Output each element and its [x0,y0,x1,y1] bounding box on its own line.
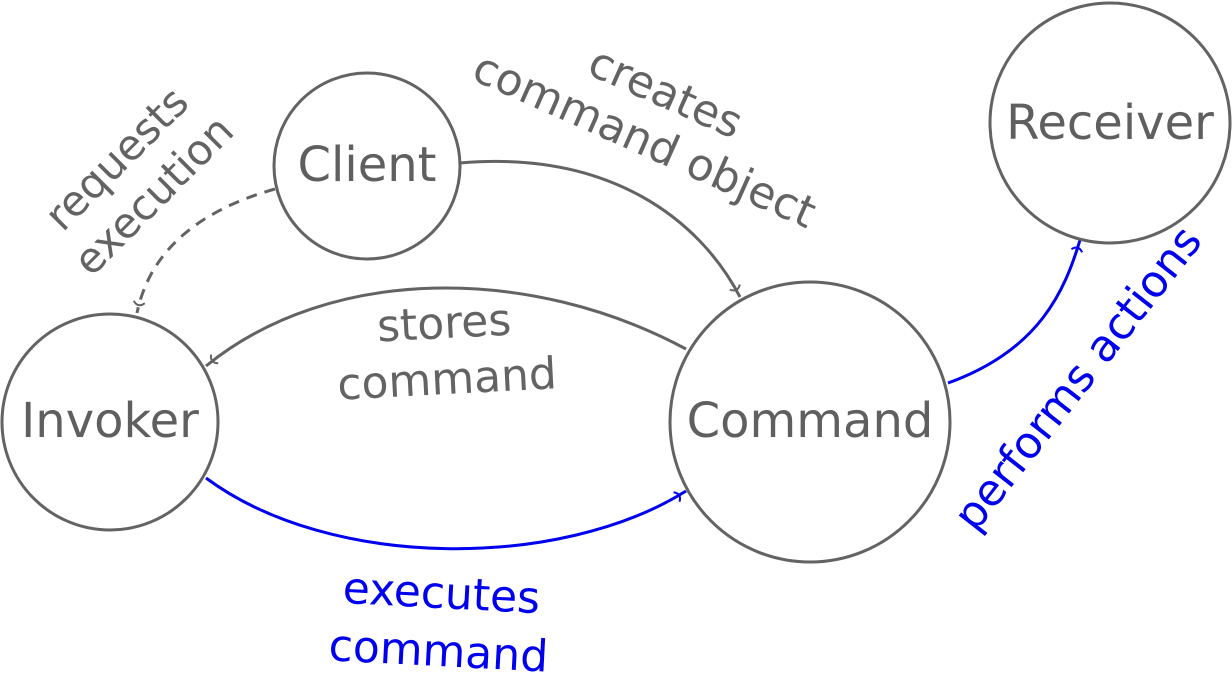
node-client-label: Client [298,137,437,193]
edge-stores [205,286,687,368]
label-executes-line2: command [327,620,549,679]
edge-performs [947,239,1084,385]
label-performs: performs actions [944,217,1213,541]
label-executes-line1: executes [342,563,542,624]
node-command-label: Command [687,393,934,449]
label-performs-line1: performs actions [944,217,1213,541]
node-client: Client [272,71,462,261]
edge-executes [205,476,687,551]
label-stores-line1: stores [376,295,513,353]
node-invoker-label: Invoker [21,393,199,449]
label-executes: executes command [327,563,549,679]
node-invoker: Invoker [0,312,220,532]
label-requests: requests execution [35,77,243,285]
node-receiver-label: Receiver [1006,95,1214,151]
node-command: Command [668,280,952,564]
node-receiver: Receiver [988,1,1232,245]
edge-creates [459,160,742,298]
edge-requests [132,187,276,314]
label-stores: stores command [336,295,558,411]
label-stores-line2: command [336,348,558,410]
